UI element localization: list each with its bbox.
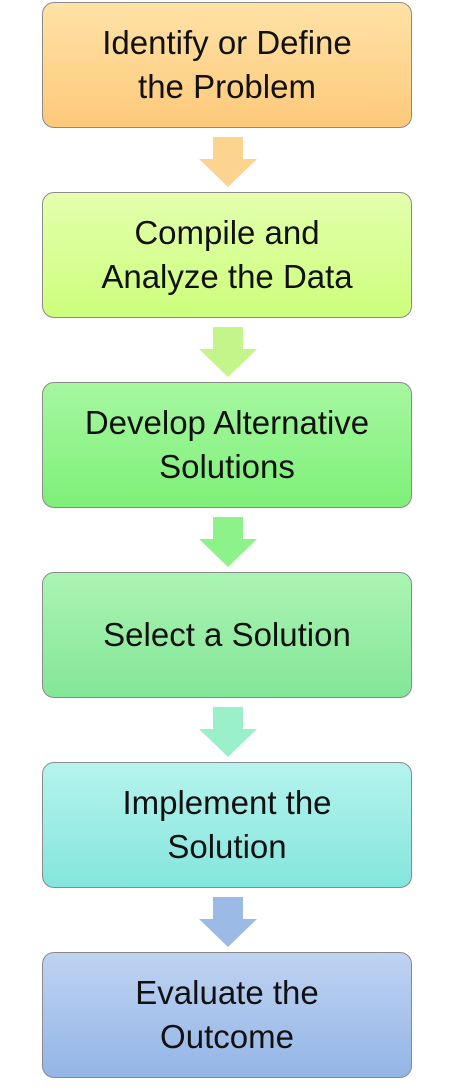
down-arrow-icon bbox=[199, 897, 257, 947]
step-identify-problem: Identify or Define the Problem bbox=[42, 2, 412, 128]
down-arrow-icon bbox=[199, 327, 257, 377]
step-implement-solution: Implement the Solution bbox=[42, 762, 412, 888]
step-label: Evaluate the Outcome bbox=[135, 974, 319, 1055]
step-select-solution: Select a Solution bbox=[42, 572, 412, 698]
down-arrow-icon bbox=[199, 707, 257, 757]
step-label: Select a Solution bbox=[103, 616, 351, 653]
step-label: Implement the Solution bbox=[122, 784, 332, 865]
step-label: Compile and Analyze the Data bbox=[101, 214, 353, 295]
step-label: Develop Alternative Solutions bbox=[84, 404, 370, 485]
down-arrow-icon bbox=[199, 517, 257, 567]
down-arrow-icon bbox=[199, 137, 257, 187]
step-develop-alternatives: Develop Alternative Solutions bbox=[42, 382, 412, 508]
step-label: Identify or Define the Problem bbox=[102, 24, 352, 105]
step-compile-analyze-data: Compile and Analyze the Data bbox=[42, 192, 412, 318]
step-evaluate-outcome: Evaluate the Outcome bbox=[42, 952, 412, 1078]
